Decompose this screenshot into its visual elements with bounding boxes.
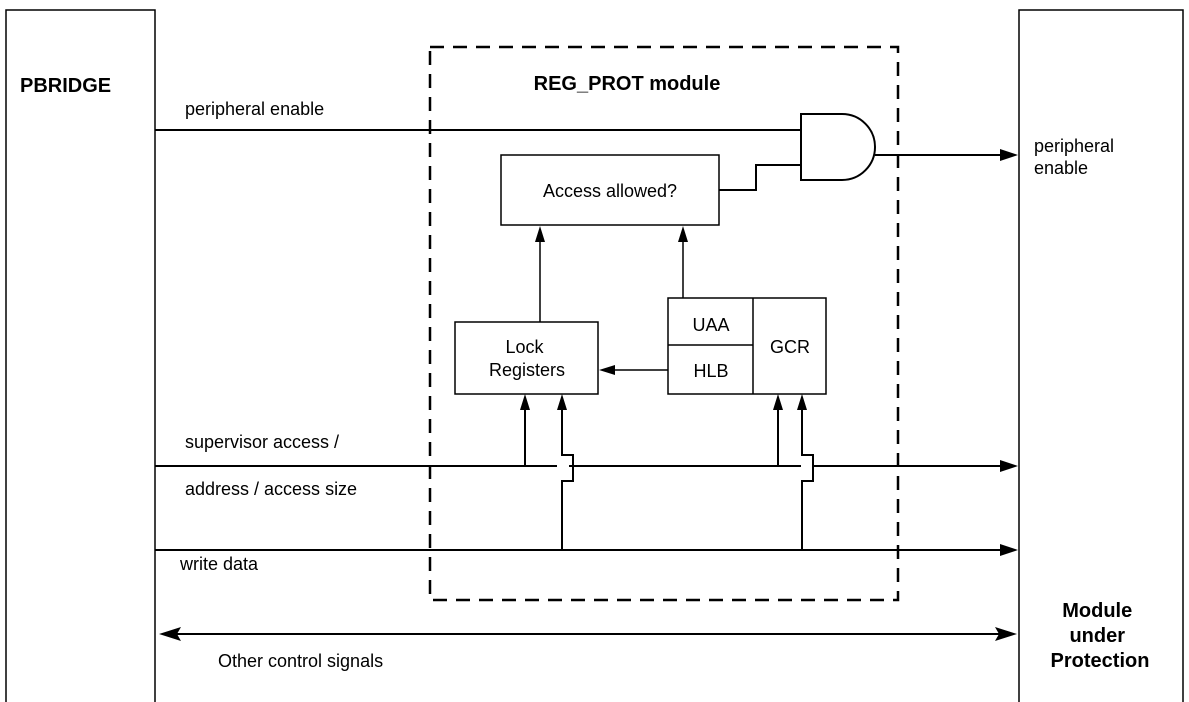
- access-allowed-to-and-line: [719, 164, 801, 191]
- write-data-arrowhead: [1000, 544, 1018, 556]
- other-control-label: Other control signals: [218, 651, 383, 671]
- module-title-line-1: Module: [1062, 600, 1132, 622]
- lock-to-access-arrowhead: [535, 226, 545, 242]
- peripheral-enable-out-path: peripheral enable: [875, 136, 1119, 178]
- lock-registers-box: [454, 321, 599, 395]
- address-bus-arrowhead: [1000, 460, 1018, 472]
- lock-registers-line-1: Lock: [505, 337, 544, 357]
- hlb-label: HLB: [693, 361, 728, 381]
- pbridge-title: PBRIDGE: [20, 75, 111, 97]
- access-allowed-label: Access allowed?: [543, 181, 677, 201]
- other-control-right-arrowhead: [995, 627, 1017, 641]
- peripheral-enable-path: peripheral enable: [155, 99, 801, 131]
- module-under-protection-block: Module under Protection: [1018, 9, 1184, 702]
- peripheral-enable-out-line-1: peripheral: [1034, 136, 1114, 156]
- address-access-size-label: address / access size: [185, 479, 357, 499]
- peripheral-enable-in-label: peripheral enable: [185, 99, 324, 119]
- and-gate: [800, 113, 876, 181]
- uaa-to-access-arrowhead: [678, 226, 688, 242]
- address-bus: supervisor access / address / access siz…: [155, 432, 1018, 499]
- gcr-label: GCR: [770, 337, 810, 357]
- gcr-box: [667, 297, 827, 395]
- pbridge-block: PBRIDGE: [5, 9, 156, 702]
- access-allowed-block: Access allowed?: [500, 154, 720, 226]
- peripheral-enable-out-line-2: enable: [1034, 158, 1088, 178]
- lock-registers-label: Lock Registers: [489, 337, 565, 380]
- lock-registers-block: Lock Registers: [454, 321, 599, 395]
- peripheral-enable-out-label: peripheral enable: [1034, 136, 1119, 178]
- write-data-to-lock-arrowhead: [557, 394, 567, 410]
- supervisor-access-label: supervisor access /: [185, 432, 339, 452]
- module-title-line-3: Protection: [1051, 650, 1150, 672]
- access-allowed-box: [500, 154, 720, 226]
- hlb-to-lock-arrowhead: [599, 365, 615, 375]
- reg-prot-title: REG_PROT module: [534, 73, 721, 95]
- reg-prot-module: REG_PROT module: [428, 45, 900, 602]
- module-title-line-2: under: [1069, 625, 1125, 647]
- other-control-signals: Other control signals: [159, 627, 1017, 671]
- address-to-lock-arrowhead: [520, 394, 530, 410]
- address-to-gcr-arrowhead: [773, 394, 783, 410]
- write-data-to-lock-line: [561, 408, 574, 550]
- gcr-block: UAA HLB GCR: [667, 297, 827, 395]
- module-title: Module under Protection: [1051, 600, 1150, 672]
- uaa-label: UAA: [692, 315, 729, 335]
- write-data-to-gcr-line: [801, 408, 814, 550]
- other-control-left-arrowhead: [159, 627, 181, 641]
- write-data-bus: write data: [155, 544, 1018, 574]
- write-data-label: write data: [179, 554, 259, 574]
- lock-registers-line-2: Registers: [489, 360, 565, 380]
- write-data-to-gcr-arrowhead: [797, 394, 807, 410]
- peripheral-enable-out-arrowhead: [1000, 149, 1018, 161]
- reg-prot-boundary: [428, 45, 900, 602]
